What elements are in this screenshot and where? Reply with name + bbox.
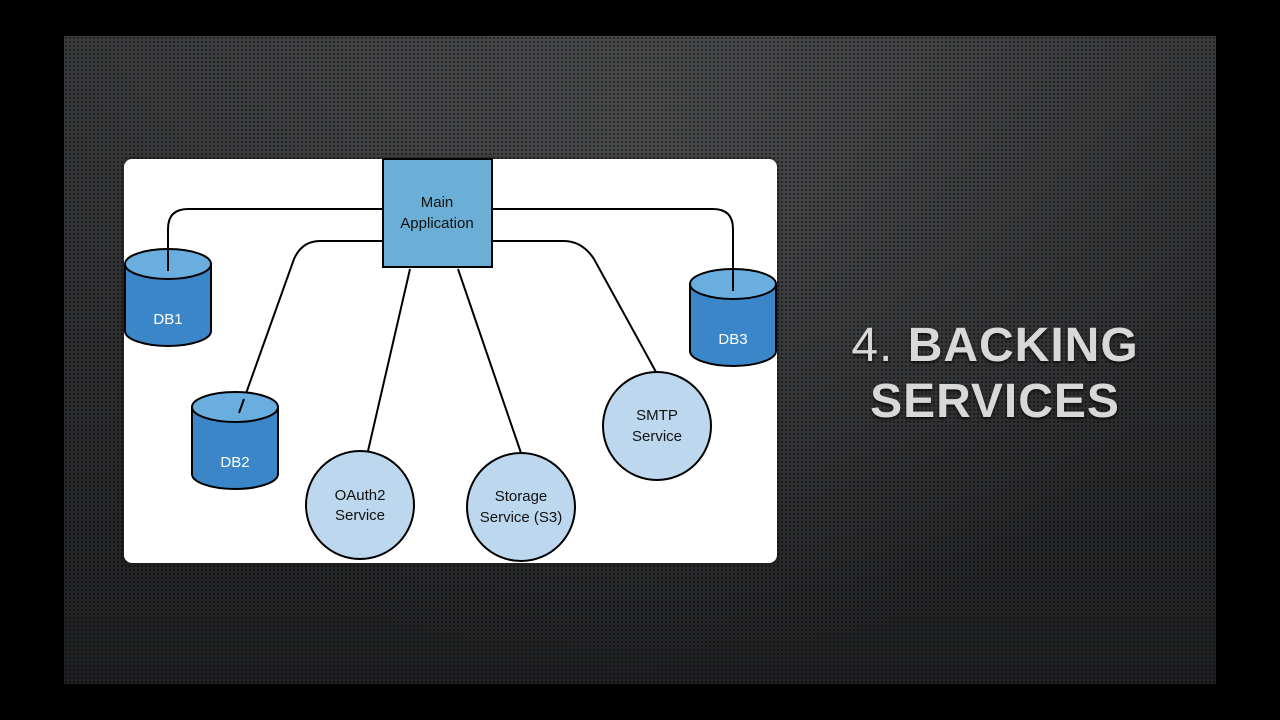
connectors (167, 208, 734, 454)
slide-title-word1: BACKING (907, 319, 1139, 372)
smtp-label-line2: Service (632, 428, 682, 445)
slide-title-line2: SERVICES (870, 375, 1120, 428)
service-storage: Storage Service (S3) (466, 452, 576, 562)
connector-oauth2 (367, 268, 411, 452)
oauth2-label-line1: OAuth2 (335, 487, 386, 504)
slide-title-number: 4. (851, 319, 894, 372)
slide-title: 4. BACKING SERVICES (830, 318, 1160, 430)
connector-db3 (492, 208, 734, 291)
db1-label: DB1 (153, 311, 182, 328)
backing-services-diagram: Main Application DB1 DB2 DB3 OAuth2 Serv… (124, 158, 777, 562)
database-db1: DB1 (124, 248, 212, 347)
database-db2: DB2 (191, 391, 279, 490)
main-label-line1: Main (421, 194, 454, 211)
connector-db2 (238, 240, 383, 414)
service-smtp: SMTP Service (602, 371, 712, 481)
service-oauth2: OAuth2 Service (305, 450, 415, 560)
storage-label-line2: Service (S3) (480, 509, 563, 526)
main-application-box: Main Application (382, 158, 493, 268)
connector-db1 (167, 208, 383, 271)
connector-smtp (492, 240, 657, 373)
connector-storage (457, 268, 522, 454)
oauth2-label-line2: Service (335, 507, 385, 524)
smtp-label-line1: SMTP (636, 407, 678, 424)
db2-label: DB2 (220, 454, 249, 471)
storage-label-line1: Storage (495, 488, 548, 505)
slide-title-line1: 4. BACKING (830, 318, 1160, 374)
database-db3: DB3 (689, 268, 777, 367)
db3-label: DB3 (718, 331, 747, 348)
main-label-line2: Application (400, 215, 473, 232)
